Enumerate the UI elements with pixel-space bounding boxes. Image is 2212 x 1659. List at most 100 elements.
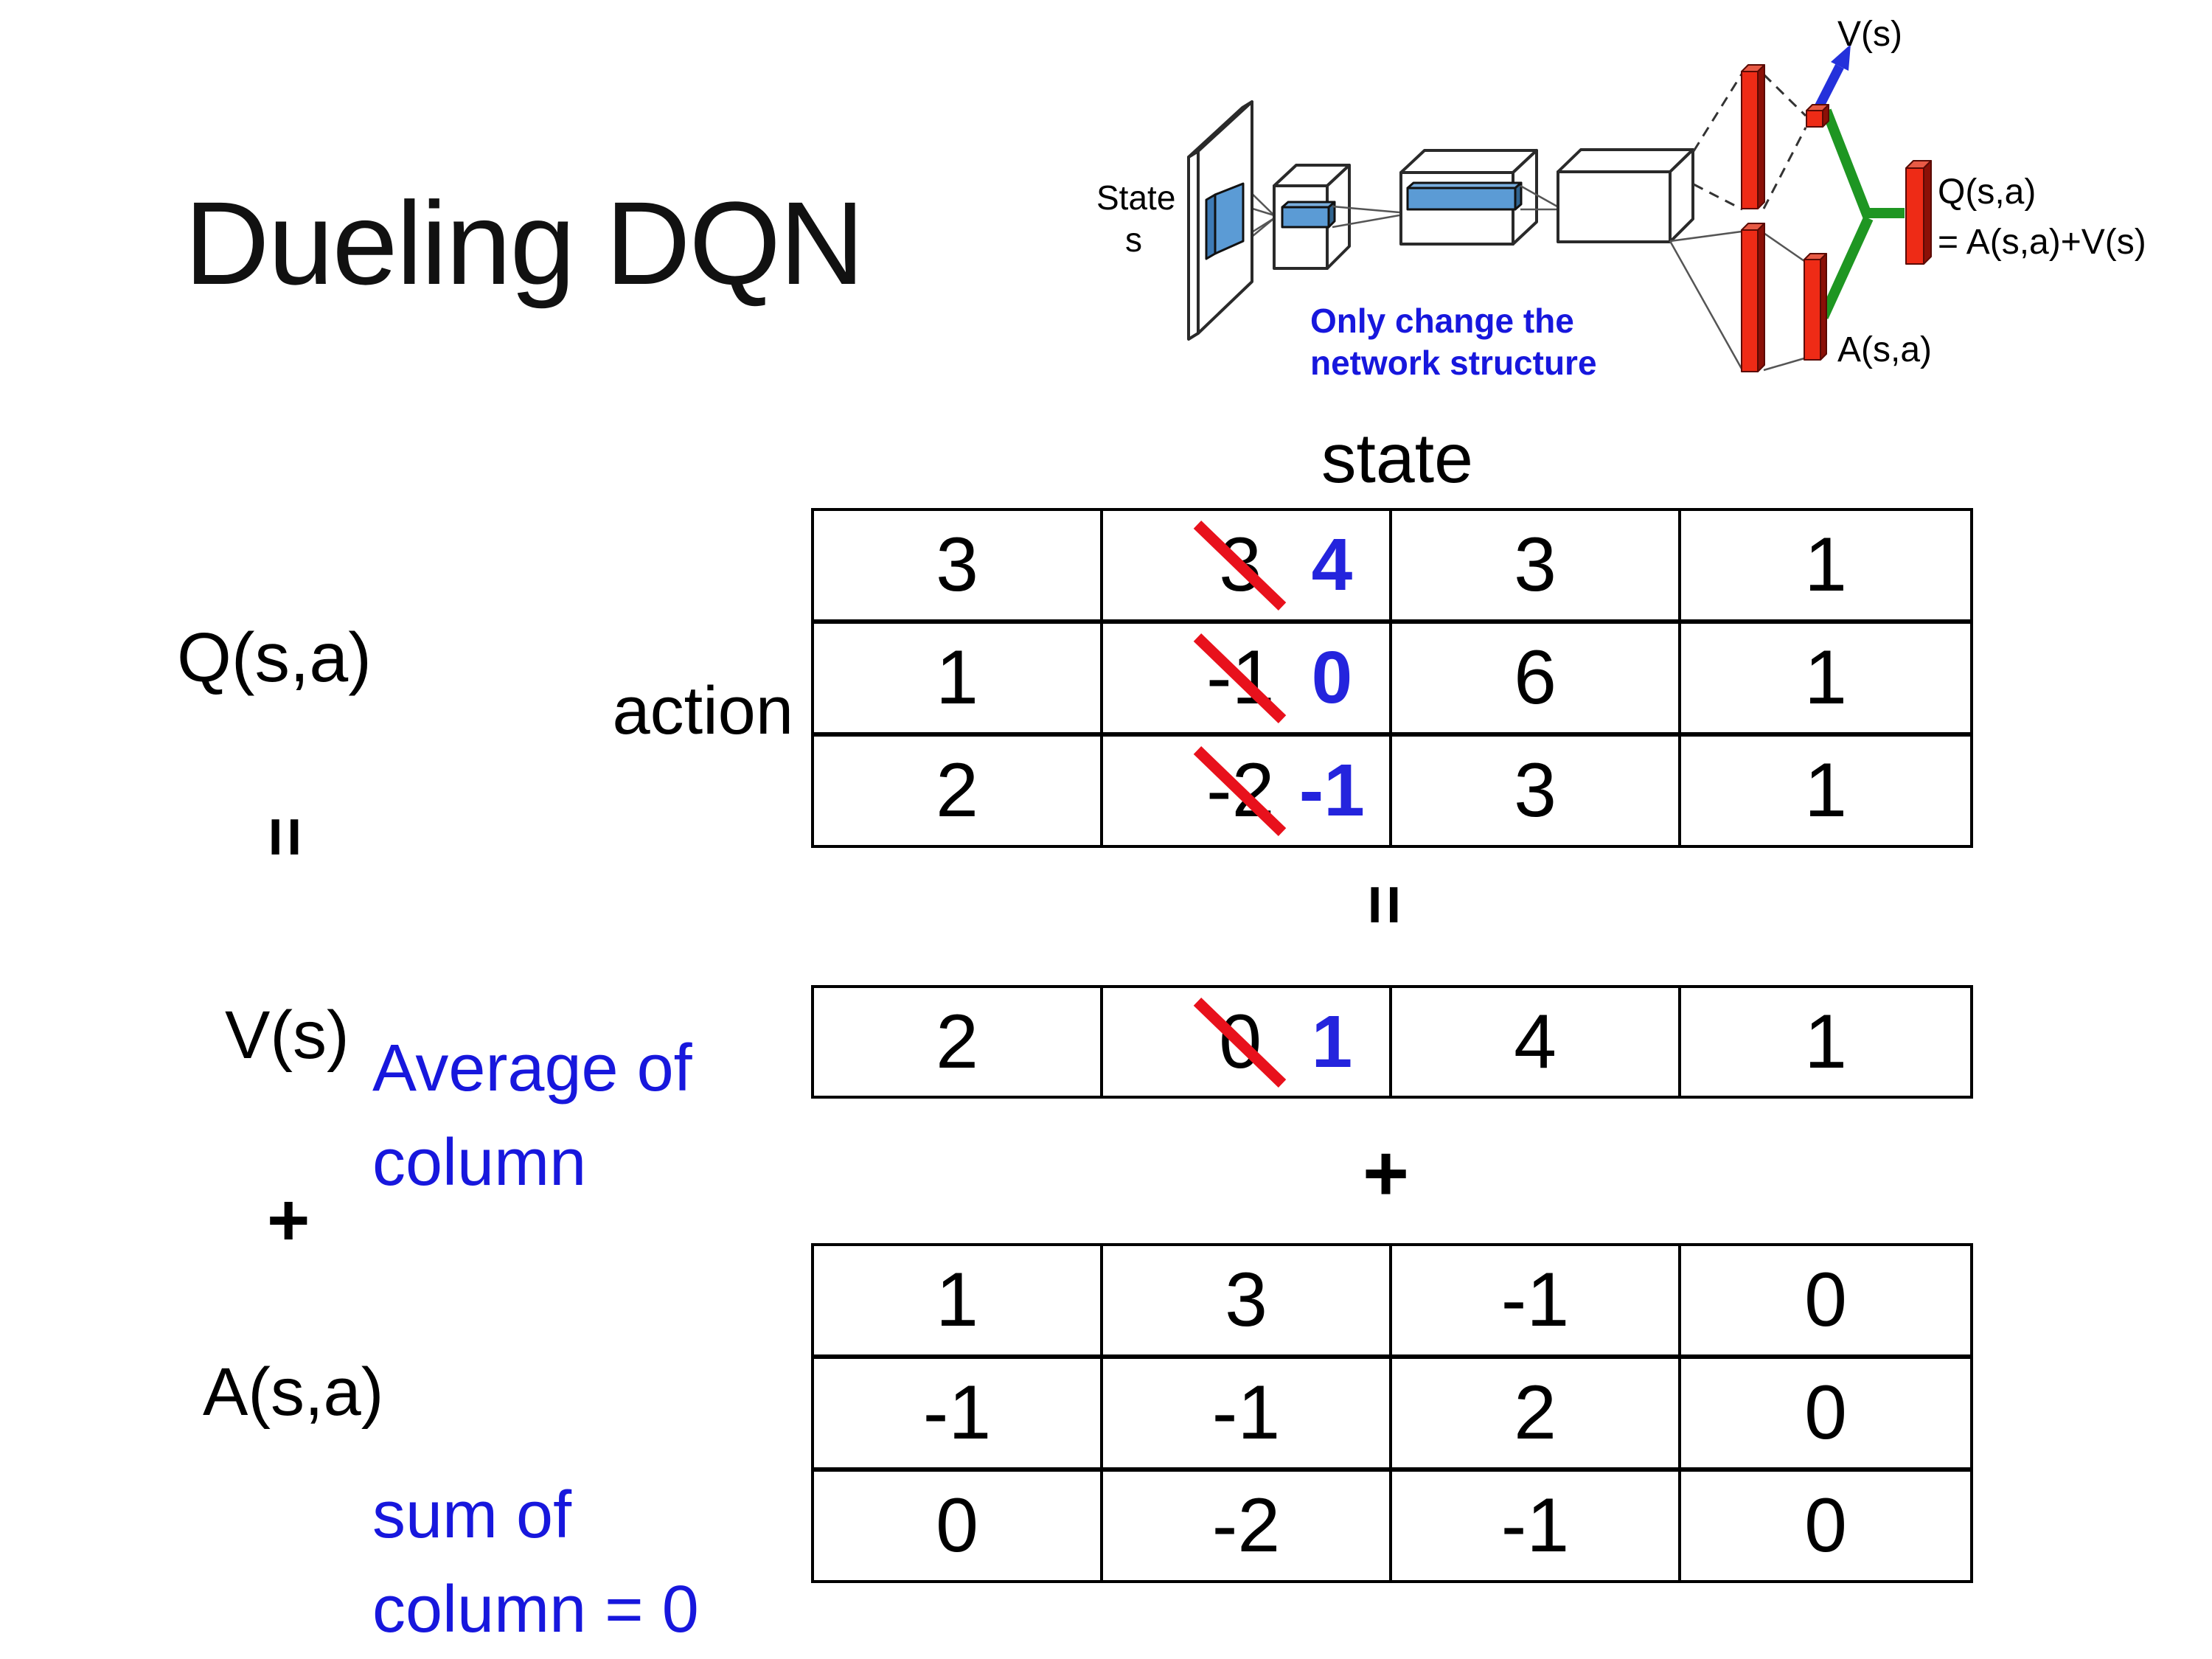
average-of-column-note: Average of column (372, 1022, 692, 1211)
sum-of-column-note-line1: sum of (372, 1478, 572, 1552)
diagram-note-line1: Only change the (1310, 302, 1574, 340)
q-output-bar (1905, 160, 1932, 265)
q-cell: 2 (814, 737, 1103, 845)
average-of-column-note-line2: column (372, 1125, 587, 1200)
diagram-state-s-label: s (1125, 220, 1142, 259)
v-cell: 2 (814, 988, 1103, 1096)
hidden-bar-advantage (1741, 223, 1765, 372)
sum-of-column-note-line2: column = 0 (372, 1572, 699, 1646)
conv-lines-3 (1520, 184, 1558, 211)
q-cell: 3 (1392, 511, 1681, 619)
a-matrix-label: A(s,a) (203, 1354, 384, 1430)
equals-sign-middle: = (1346, 884, 1425, 925)
q-cell: 3 (814, 511, 1103, 619)
network-architecture-diagram: State s V(s) Q(s,a) = A(s,a)+V(s) A(s,a)… (1096, 15, 2146, 382)
cell-value: 2 (1514, 1370, 1557, 1455)
a-cell: 0 (1681, 1246, 1970, 1354)
cell-value: -1 (1500, 1257, 1570, 1343)
a-cell: -1 (1392, 1246, 1681, 1354)
v-cell: 4 (1392, 988, 1681, 1096)
average-of-column-note-line1: Average of (372, 1032, 692, 1105)
replacement-value: 1 (1311, 1000, 1353, 1083)
v-cell: 1 (1681, 988, 1970, 1096)
cell-value: 1 (1804, 748, 1847, 833)
plus-sign-left: + (267, 1179, 310, 1262)
advantage-table: 1 3 -1 0 -1 -1 2 0 0 -2 -1 0 (811, 1243, 1973, 1583)
state-column-header: state (1321, 420, 1473, 498)
q-cell-crossed: -1 0 (1103, 624, 1392, 732)
diagram-q-formula: = A(s,a)+V(s) (1938, 223, 2146, 262)
conv-lines-2 (1332, 205, 1400, 229)
cell-value: 3 (1225, 1257, 1267, 1343)
cell-value: 0 (1804, 1257, 1847, 1343)
cell-value: 3 (1514, 748, 1557, 833)
a-cell: -1 (1103, 1359, 1392, 1467)
q-cell-crossed: 3 4 (1103, 511, 1392, 619)
page-title: Dueling DQN (184, 177, 865, 309)
replacement-value: 0 (1311, 636, 1353, 719)
q-cell: 1 (1681, 737, 1970, 845)
a-cell: 0 (1681, 1359, 1970, 1467)
cell-value: 3 (936, 522, 978, 608)
q-cell: 1 (1681, 511, 1970, 619)
table-row: -1 -1 2 0 (814, 1359, 1970, 1472)
value-stream-links (1692, 72, 1807, 211)
q-cell: 1 (1681, 624, 1970, 732)
table-row: 2 0 1 4 1 (814, 988, 1970, 1096)
cell-value: 6 (1514, 635, 1557, 720)
sum-of-column-note: sum of column = 0 (372, 1469, 699, 1658)
a-cell: -1 (1392, 1472, 1681, 1580)
a-cell: -1 (814, 1359, 1103, 1467)
cell-value: -2 (1211, 1483, 1281, 1568)
cell-value: 0 (936, 1483, 978, 1568)
plus-sign-middle: + (1363, 1128, 1410, 1217)
cell-value: 4 (1514, 998, 1557, 1085)
v-matrix-label: V(s) (225, 998, 349, 1073)
scalar-value-node (1806, 104, 1829, 128)
cell-value: -1 (1500, 1483, 1570, 1568)
advantage-vector-bar (1804, 253, 1827, 361)
replacement-value: 4 (1311, 524, 1353, 606)
table-row: 3 3 4 3 1 (814, 511, 1970, 624)
a-cell: -2 (1103, 1472, 1392, 1580)
replacement-value: -1 (1298, 749, 1365, 832)
feature-slab-2 (1406, 181, 1523, 211)
cell-value: 1 (1804, 998, 1847, 1085)
hidden-bar-value (1741, 64, 1765, 209)
fc-layer (1557, 148, 1694, 243)
diagram-state-label: State (1096, 178, 1175, 217)
aggregation-links (1818, 108, 1905, 319)
cell-value: 1 (936, 1257, 978, 1343)
advantage-stream-links (1669, 230, 1805, 372)
table-row: 0 -2 -1 0 (814, 1472, 1970, 1580)
cell-value: 0 (1804, 1370, 1847, 1455)
input-feature-patch (1205, 182, 1245, 260)
cell-value: 0 (1804, 1483, 1847, 1568)
cell-value: 3 (1514, 522, 1557, 608)
cell-value: 1 (1804, 635, 1847, 720)
a-cell: 3 (1103, 1246, 1392, 1354)
diagram-a-label: A(s,a) (1837, 330, 1932, 369)
cell-value: 1 (936, 635, 978, 720)
cell-value: -1 (922, 1370, 992, 1455)
table-row: 1 -1 0 6 1 (814, 624, 1970, 737)
feature-slab-1 (1281, 201, 1336, 229)
cell-value: -1 (1211, 1370, 1281, 1455)
v-cell-crossed: 0 1 (1103, 988, 1392, 1096)
v-arrow (1815, 44, 1851, 109)
a-cell: 1 (814, 1246, 1103, 1354)
table-row: 2 -2 -1 3 1 (814, 737, 1970, 845)
action-row-header: action (612, 673, 794, 748)
cell-value: 1 (1804, 522, 1847, 608)
cell-value: 2 (936, 998, 978, 1085)
diagram-note-line2: network structure (1310, 344, 1597, 382)
a-cell: 2 (1392, 1359, 1681, 1467)
state-value-table: 2 0 1 4 1 (811, 985, 1973, 1099)
q-cell: 3 (1392, 737, 1681, 845)
q-matrix-label: Q(s,a) (177, 619, 372, 697)
cell-value: 2 (936, 748, 978, 833)
q-cell: 1 (814, 624, 1103, 732)
q-value-table: 3 3 4 3 1 1 -1 0 6 1 2 -2 -1 3 1 (811, 508, 1973, 848)
q-cell: 6 (1392, 624, 1681, 732)
